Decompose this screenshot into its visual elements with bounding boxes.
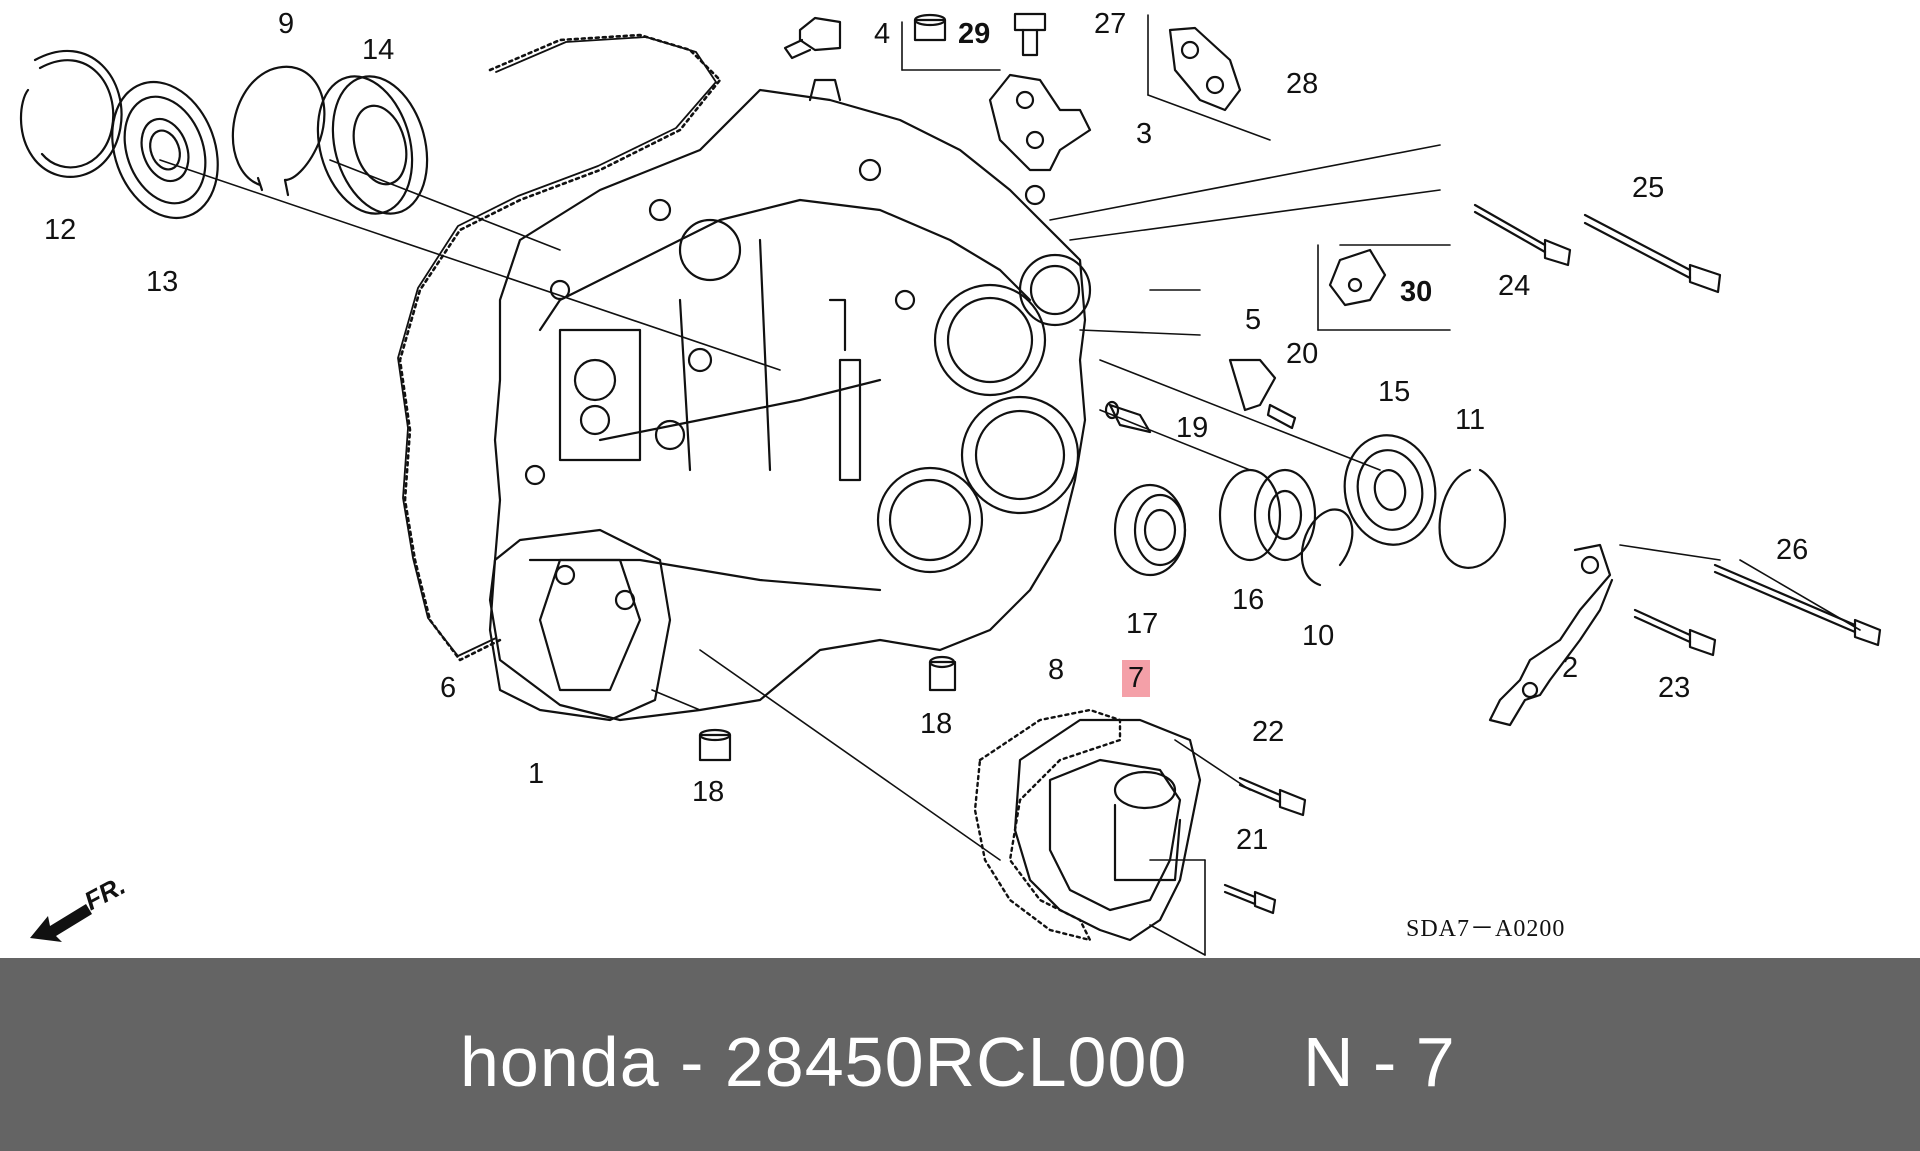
part-label-20: 20	[1286, 338, 1319, 370]
bolt-25	[1583, 213, 1722, 294]
bolt-27	[1013, 12, 1047, 57]
part-label-23: 23	[1658, 672, 1691, 704]
part-label-12: 12	[44, 214, 77, 246]
snap-ring-10	[1300, 508, 1354, 587]
part-label-10: 10	[1302, 620, 1335, 652]
transmission-housing	[488, 78, 1092, 722]
bolt-23	[1633, 608, 1717, 657]
part-label-14: 14	[362, 34, 395, 66]
part-label-2: 2	[1562, 652, 1579, 684]
snap-ring-11	[1438, 468, 1507, 569]
exploded-view-drawing	[19, 12, 1882, 956]
snap-ring-12	[19, 49, 123, 178]
bracket-30	[1328, 248, 1387, 307]
part-label-15: 15	[1378, 376, 1411, 408]
bearing-13	[111, 80, 219, 220]
gasket-6-solid	[397, 36, 717, 657]
bolt-22	[1238, 776, 1307, 817]
part-label-26: 26	[1776, 534, 1809, 566]
seal-17	[1113, 483, 1187, 577]
bolt-24	[1473, 203, 1572, 267]
part-label-3: 3	[1136, 118, 1153, 150]
bearing-14	[316, 75, 429, 215]
bracket-2	[1488, 543, 1614, 727]
bolt-26	[1713, 563, 1882, 647]
part-label-22: 22	[1252, 716, 1285, 748]
part-label-4: 4	[874, 18, 891, 50]
part-label-29: 29	[958, 18, 991, 50]
part-label-19: 19	[1176, 412, 1209, 444]
diagram-position-caption: N - 7	[1303, 1023, 1455, 1101]
bracket-3	[988, 73, 1092, 172]
bracket-5	[1228, 358, 1277, 412]
bolt-21	[1223, 883, 1277, 915]
front-direction-arrow-icon	[30, 904, 92, 942]
bearing-16	[1218, 468, 1317, 562]
dowel-19	[1104, 400, 1152, 434]
cap-29	[913, 13, 947, 42]
part-label-13: 13	[146, 266, 179, 298]
part-label-25: 25	[1632, 172, 1665, 204]
dowel-18a	[928, 655, 957, 692]
snap-ring-9	[231, 65, 326, 197]
part-label-27: 27	[1094, 8, 1127, 40]
part-label-6: 6	[440, 672, 457, 704]
part-label-7-highlighted: 7	[1122, 660, 1151, 697]
part-label-21: 21	[1236, 824, 1269, 856]
bearing-15	[1343, 434, 1437, 546]
part-label-18b: 18	[692, 776, 725, 808]
gasket-8	[973, 708, 1122, 942]
leader-lines	[159, 14, 1861, 956]
part-label-1: 1	[528, 758, 545, 790]
part-label-5: 5	[1245, 304, 1262, 336]
part-number-caption: honda - 28450RCL000	[460, 1023, 1188, 1101]
part-label-24: 24	[1498, 270, 1531, 302]
side-cover-7	[1013, 718, 1202, 942]
part-label-18a: 18	[920, 708, 953, 740]
dowel-18b	[698, 728, 732, 762]
lower-cover-1	[488, 528, 672, 722]
caption-footer	[0, 958, 1920, 1151]
part-label-28: 28	[1286, 68, 1319, 100]
part-label-30: 30	[1400, 276, 1433, 308]
part-label-11: 11	[1455, 404, 1486, 436]
diagram-reference-code: SDA7－A0200	[1406, 916, 1566, 942]
part-label-17: 17	[1126, 608, 1159, 640]
bolt-20	[1266, 403, 1297, 430]
part-label-9: 9	[278, 8, 295, 40]
part-label-8: 8	[1048, 654, 1065, 686]
bolt-4	[783, 16, 842, 60]
bracket-28	[1168, 26, 1242, 112]
part-label-16: 16	[1232, 584, 1265, 616]
parts-diagram: 1 2 3 4 5 6 7 8 9 10 11 12 13 14 15 16 1…	[19, 8, 1882, 956]
